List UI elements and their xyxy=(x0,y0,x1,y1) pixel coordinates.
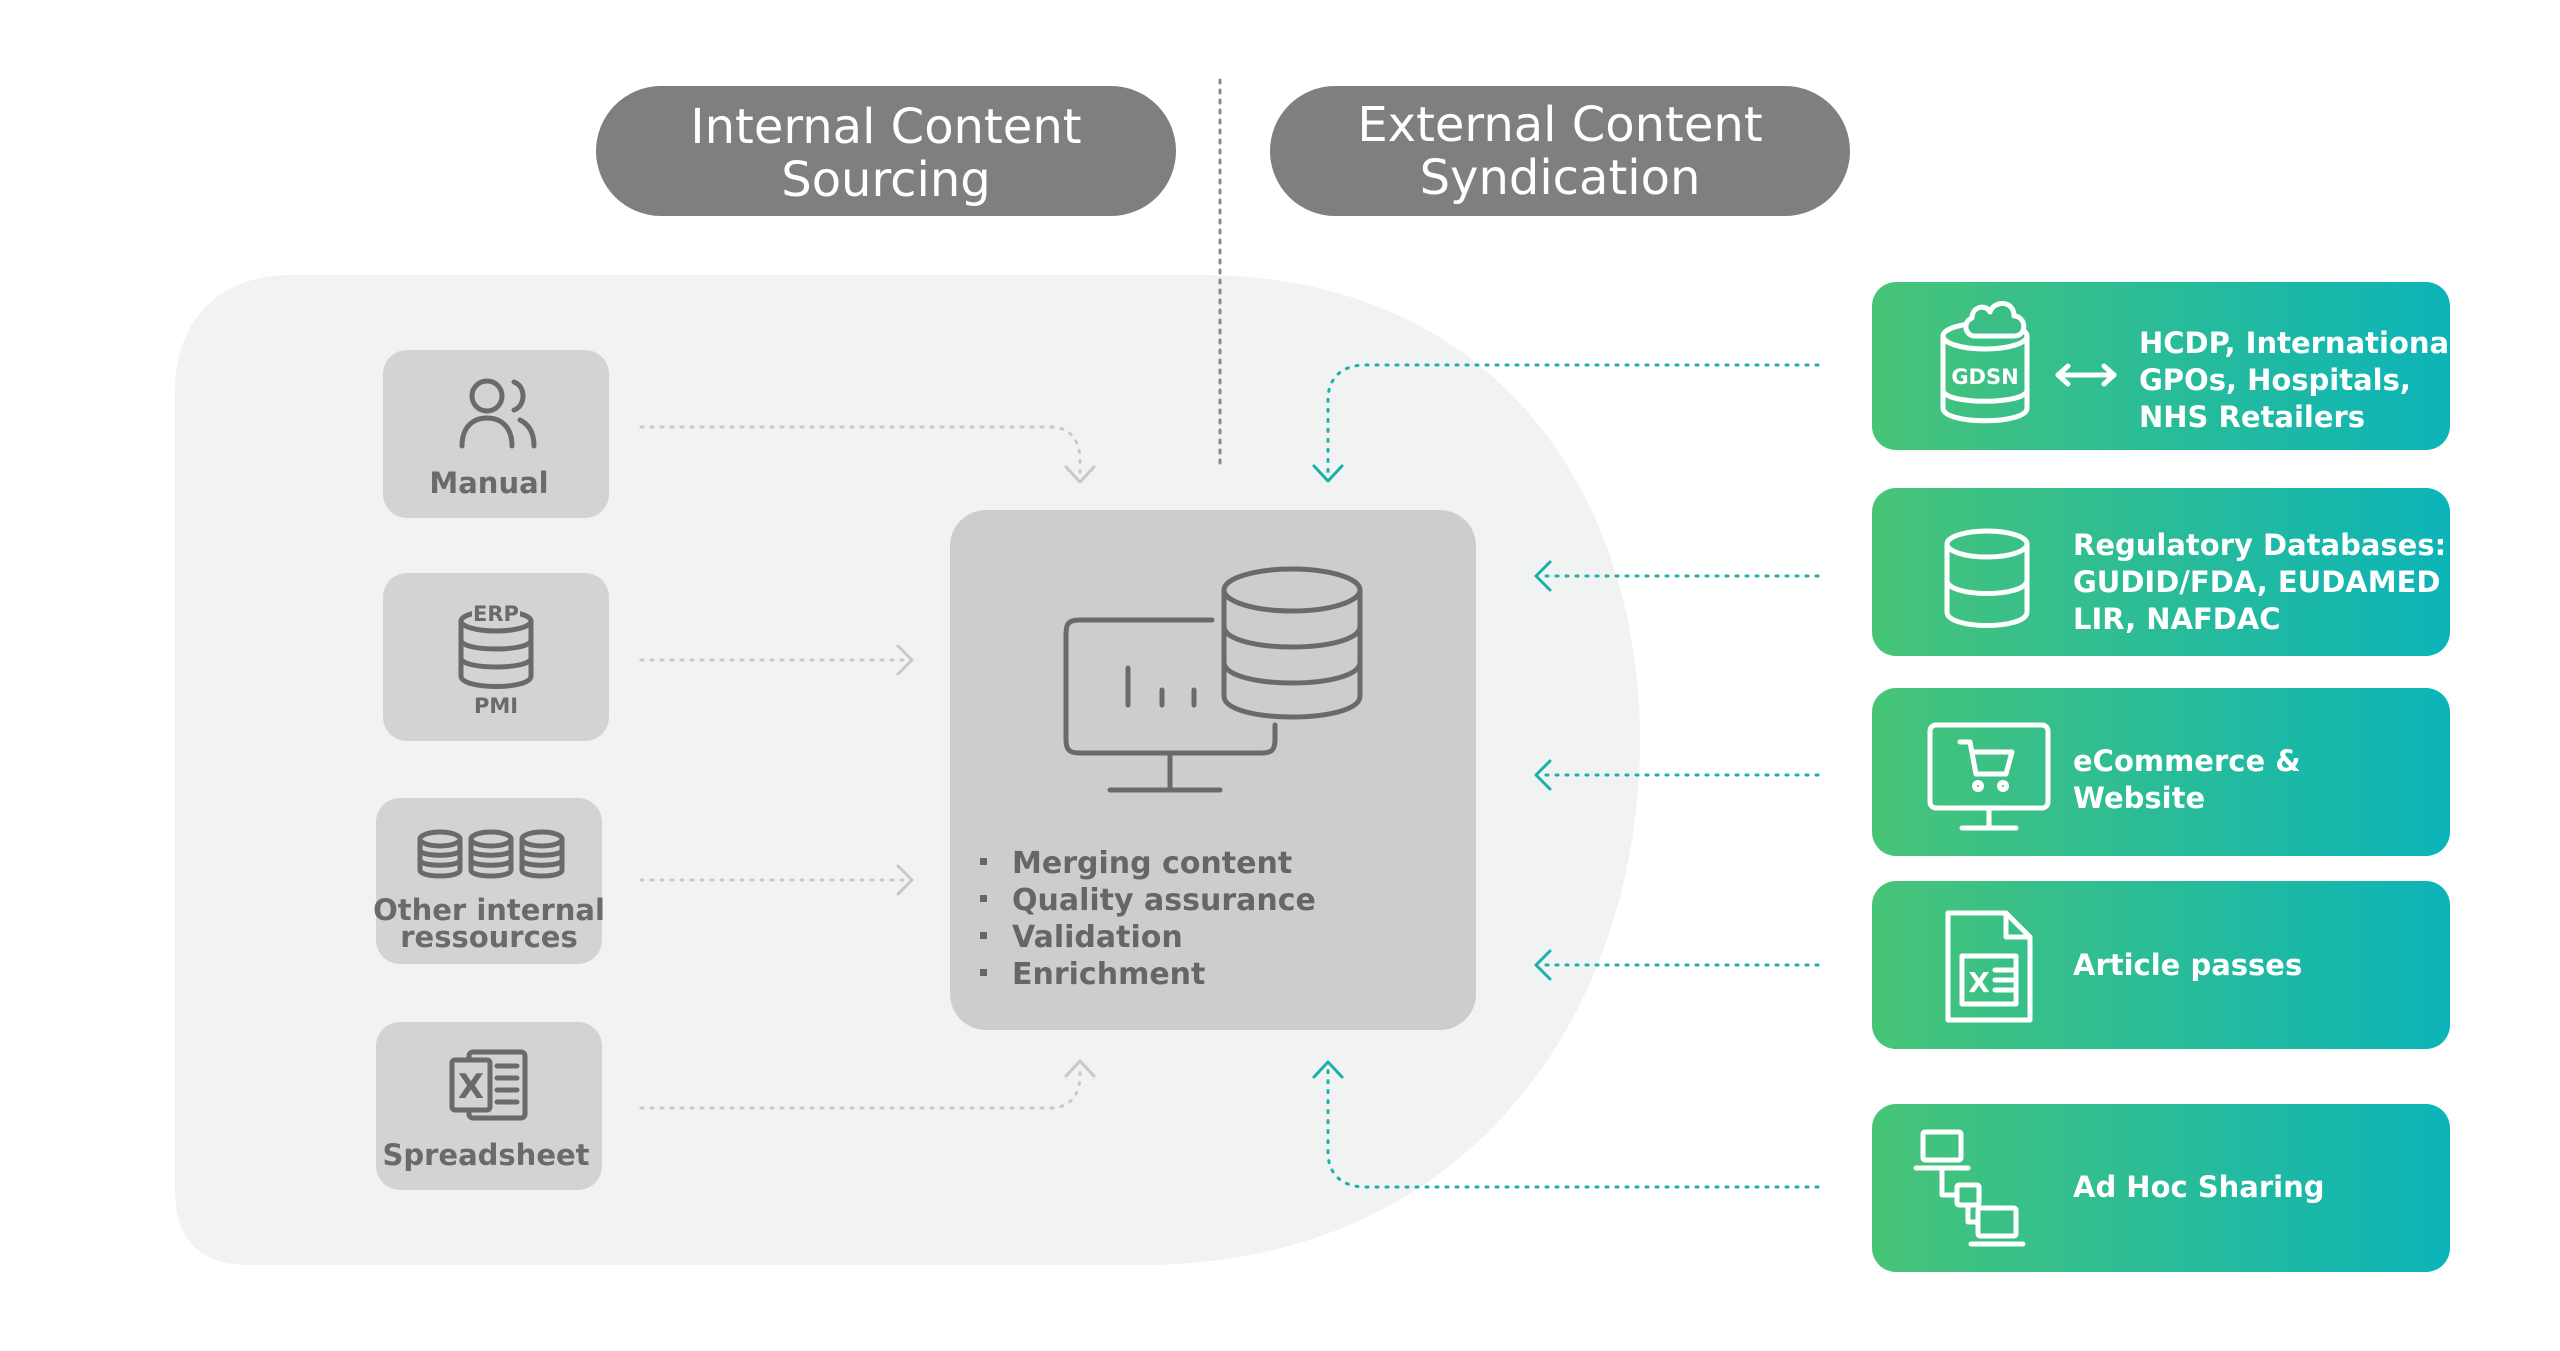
arrowhead-ecommerce xyxy=(1534,759,1552,791)
excel-file-icon-glyph: X xyxy=(1968,966,1990,999)
external-syndication-header: External Content Syndication xyxy=(1270,86,1850,216)
erp-icon-label: ERP xyxy=(473,602,519,626)
internal-header-line1: Internal Content xyxy=(690,99,1081,155)
databases-icon xyxy=(417,829,565,879)
users-icon xyxy=(459,378,537,449)
source-erp-pmi: ERP PMI xyxy=(383,573,609,741)
destination-gdsn-line1: HCDP, International xyxy=(2139,326,2459,360)
arrowhead-article xyxy=(1534,949,1552,981)
excel-file-icon xyxy=(1945,910,2033,1023)
excel-icon xyxy=(449,1049,528,1121)
destination-article-label: Article passes xyxy=(2073,948,2302,982)
destination-article-passes: X Article passes xyxy=(1872,881,2450,1049)
destination-regulatory-line1: Regulatory Databases: xyxy=(2073,528,2446,562)
bullet-marker xyxy=(980,858,987,865)
connector-adhoc xyxy=(1326,1068,1820,1189)
external-header-line1: External Content xyxy=(1357,97,1762,153)
destination-ecommerce-line2: Website xyxy=(2073,781,2205,815)
destination-gdsn-line3: NHS Retailers xyxy=(2139,400,2365,434)
destination-adhoc-label: Ad Hoc Sharing xyxy=(2073,1170,2325,1204)
connector-gdsn xyxy=(1326,363,1820,477)
gdsn-icon-label: GDSN xyxy=(1951,365,2018,389)
external-header-line2: Syndication xyxy=(1420,150,1701,206)
bidirectional-arrow-icon xyxy=(2055,363,2117,387)
source-manual-label: Manual xyxy=(429,466,548,500)
destination-ecommerce-line1: eCommerce & xyxy=(2073,744,2301,778)
hub-bullet: Merging content xyxy=(1012,846,1292,881)
hub-bullet-list: Merging content Quality assurance Valida… xyxy=(980,846,1316,992)
source-spreadsheet-label: Spreadsheet xyxy=(382,1138,589,1172)
connector-manual xyxy=(639,425,1082,480)
source-pmi-label: PMI xyxy=(474,694,518,718)
destination-regulatory: Regulatory Databases: GUDID/FDA, EUDAMED… xyxy=(1872,488,2450,656)
destination-adhoc-sharing: Ad Hoc Sharing xyxy=(1872,1104,2450,1272)
bullet-marker xyxy=(980,969,987,976)
arrowhead-gdsn xyxy=(1312,464,1344,483)
source-other-internal: Other internal ressources xyxy=(373,798,605,964)
destination-regulatory-line2: GUDID/FDA, EUDAMED xyxy=(2073,565,2440,599)
arrowhead-manual xyxy=(1064,465,1096,484)
internal-sourcing-header: Internal Content Sourcing xyxy=(596,86,1176,216)
arrowhead-adhoc xyxy=(1312,1060,1344,1079)
network-icon xyxy=(1913,1129,2026,1247)
database-icon xyxy=(1944,528,2030,628)
excel-icon-glyph: X xyxy=(458,1067,484,1107)
source-spreadsheet: X Spreadsheet xyxy=(376,1022,602,1190)
hub-bullet: Enrichment xyxy=(1012,957,1205,992)
bullet-marker xyxy=(980,932,987,939)
connector-spreadsheet xyxy=(639,1063,1082,1110)
arrowhead-regulatory xyxy=(1534,560,1552,592)
destination-gdsn-line2: GPOs, Hospitals, xyxy=(2139,363,2411,397)
bullet-marker xyxy=(980,895,987,902)
central-hub: Merging content Quality assurance Valida… xyxy=(950,510,1476,1030)
source-manual: Manual xyxy=(383,350,609,518)
internal-header-line2: Sourcing xyxy=(781,152,991,208)
arrowhead-other xyxy=(896,864,914,896)
monitor-database-icon xyxy=(1063,566,1363,793)
hub-bullet: Quality assurance xyxy=(1012,883,1316,918)
arrowhead-spreadsheet xyxy=(1064,1059,1096,1078)
cart-monitor-icon xyxy=(1927,722,2051,831)
destination-ecommerce: eCommerce & Website xyxy=(1872,688,2450,856)
source-connectors xyxy=(639,425,1096,1110)
destination-connectors xyxy=(1312,363,1820,1189)
destination-regulatory-line3: LIR, NAFDAC xyxy=(2073,602,2281,636)
destination-gdsn: GDSN HCDP, International GPOs, Hospitals… xyxy=(1872,282,2459,450)
hub-bullet: Validation xyxy=(1012,920,1183,955)
arrowhead-pmi xyxy=(896,644,914,676)
source-other-label-line2: ressources xyxy=(400,920,577,954)
source-other-label-line1: Other internal xyxy=(373,893,605,927)
gdsn-cloud-database-icon xyxy=(1940,301,2030,424)
